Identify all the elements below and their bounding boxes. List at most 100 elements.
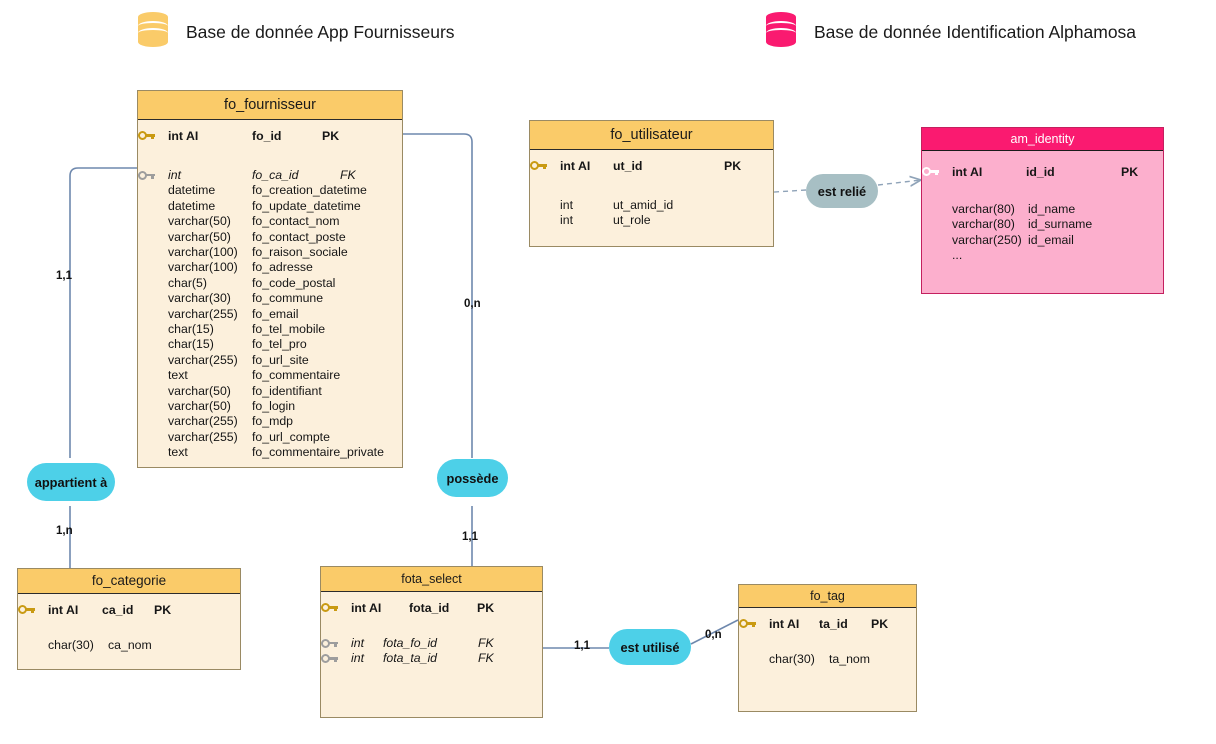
grey-key-icon (138, 170, 168, 180)
database-cylinder-icon (138, 12, 168, 52)
column-name: fo_code_postal (252, 275, 336, 290)
column-name: ut_amid_id (613, 198, 674, 213)
column-type: int AI (560, 158, 591, 173)
column-name: ut_id (613, 158, 643, 173)
column-type: int AI (48, 602, 79, 617)
column-type: char(15) (168, 337, 214, 352)
table-row: int AI fota_id PK (321, 600, 542, 615)
column-type: varchar(255) (168, 429, 238, 444)
column-name: fo_mdp (252, 414, 294, 429)
entity-table-fo-fournisseur[interactable]: fo_fournisseur int AI fo_id PK int fo_ca… (137, 90, 403, 468)
row-spacer (530, 173, 773, 197)
column-key: PK (724, 158, 742, 173)
column-type: varchar(50) (168, 229, 231, 244)
table-title: fo_fournisseur (138, 91, 402, 120)
column-type: varchar(50) (168, 398, 231, 413)
column-name: fo_tel_mobile (252, 321, 326, 336)
cardinality-categorie-appartient: 1,n (56, 525, 73, 537)
column-type: int (560, 198, 573, 213)
relationship-appartient-a[interactable]: appartient à (27, 463, 115, 501)
column-name: id_surname (1028, 217, 1093, 232)
cardinality-fournisseur-possede: 0,n (464, 298, 481, 310)
column-key: PK (477, 600, 495, 615)
entity-table-fo-categorie[interactable]: fo_categorie int AI ca_id PK char(30) ca… (17, 568, 241, 670)
table-row: char(15) fo_tel_mobile (138, 321, 402, 336)
relationship-label: possède (446, 470, 499, 486)
table-row: varchar(80) id_name (922, 201, 1163, 216)
edge-fournisseur-to-possede (403, 133, 473, 458)
table-row: varchar(30) fo_commune (138, 291, 402, 306)
legend-label: Base de donnée Identification Alphamosa (814, 21, 1137, 42)
table-row: varchar(50) fo_identifiant (138, 383, 402, 398)
table-title: fo_tag (739, 585, 916, 608)
row-spacer (739, 631, 916, 651)
column-key: PK (1121, 164, 1139, 179)
column-name: fota_ta_id (383, 651, 438, 666)
column-type: int (351, 651, 364, 666)
column-name: fo_update_datetime (252, 198, 361, 213)
table-body: int AI fota_id PK int fota_fo_id FK int … (321, 592, 542, 666)
entity-table-fo-utilisateur[interactable]: fo_utilisateur int AI ut_id PK int ut_am… (529, 120, 774, 247)
table-body: int AI ta_id PK char(30) ta_nom (739, 608, 916, 667)
white-key-icon (922, 167, 952, 177)
relationship-est-utilise[interactable]: est utilisé (609, 629, 691, 665)
table-row: varchar(255) fo_url_site (138, 352, 402, 367)
column-key: FK (478, 636, 494, 651)
table-title: fo_utilisateur (530, 121, 773, 150)
column-type: text (168, 445, 188, 460)
column-type: varchar(80) (952, 202, 1015, 217)
cardinality-fournisseur-appartient: 1,1 (56, 270, 72, 282)
edge-fournisseur-to-appartient (69, 167, 137, 458)
column-type: int (560, 213, 573, 228)
table-row: varchar(255) fo_mdp (138, 414, 402, 429)
column-type: char(15) (168, 321, 214, 336)
legend-identification-alphamosa: Base de donnée Identification Alphamosa (766, 12, 1136, 52)
grey-key-icon (321, 653, 351, 663)
table-row: int fota_fo_id FK (321, 635, 542, 650)
table-row: int AI ta_id PK (739, 616, 916, 631)
column-type: text (168, 368, 188, 383)
column-type: varchar(30) (168, 291, 231, 306)
table-row: varchar(50) fo_contact_nom (138, 214, 402, 229)
column-type: char(30) (769, 652, 815, 667)
column-name: fota_id (409, 600, 450, 615)
table-title: fota_select (321, 567, 542, 592)
table-row: char(30) ca_nom (18, 637, 240, 652)
column-name: fo_contact_poste (252, 229, 346, 244)
column-type: int (351, 636, 364, 651)
column-type: char(5) (168, 275, 207, 290)
cardinality-fotag-utilise: 0,n (705, 629, 722, 641)
entity-table-fo-tag[interactable]: fo_tag int AI ta_id PK char(30) ta_nom (738, 584, 917, 712)
column-type: varchar(255) (168, 352, 238, 367)
table-row: varchar(80) id_surname (922, 217, 1163, 232)
column-name: fo_creation_datetime (252, 183, 367, 198)
table-row: varchar(100) fo_raison_sociale (138, 244, 402, 259)
column-name: id_name (1028, 202, 1076, 217)
table-row: varchar(100) fo_adresse (138, 260, 402, 275)
table-row: varchar(255) fo_url_compte (138, 429, 402, 444)
table-row: int AI id_id PK (922, 164, 1163, 179)
relationship-est-relie[interactable]: est relié (806, 174, 878, 208)
column-name: fo_url_compte (252, 429, 330, 444)
entity-table-fota-select[interactable]: fota_select int AI fota_id PK int fota_f… (320, 566, 543, 718)
column-type: varchar(80) (952, 217, 1015, 232)
column-type: varchar(255) (168, 414, 238, 429)
legend-app-fournisseurs: Base de donnée App Fournisseurs (138, 12, 455, 52)
relationship-label: appartient à (34, 474, 108, 490)
column-name: ca_id (102, 602, 134, 617)
table-row: char(30) ta_nom (739, 651, 916, 666)
table-row: int AI fo_id PK (138, 128, 402, 143)
relationship-possede[interactable]: possède (437, 459, 508, 497)
column-name: fo_commentaire (252, 368, 341, 383)
table-row: int ut_amid_id (530, 197, 773, 212)
column-name: fo_raison_sociale (252, 245, 348, 260)
table-row: varchar(50) fo_contact_poste (138, 229, 402, 244)
database-cylinder-icon (766, 12, 796, 52)
row-spacer (321, 615, 542, 635)
column-type: varchar(255) (168, 306, 238, 321)
column-name: fo_adresse (252, 260, 313, 275)
entity-table-am-identity[interactable]: am_identity int AI id_id PK varchar(80) … (921, 127, 1164, 294)
column-key: FK (478, 651, 494, 666)
column-type: varchar(50) (168, 383, 231, 398)
